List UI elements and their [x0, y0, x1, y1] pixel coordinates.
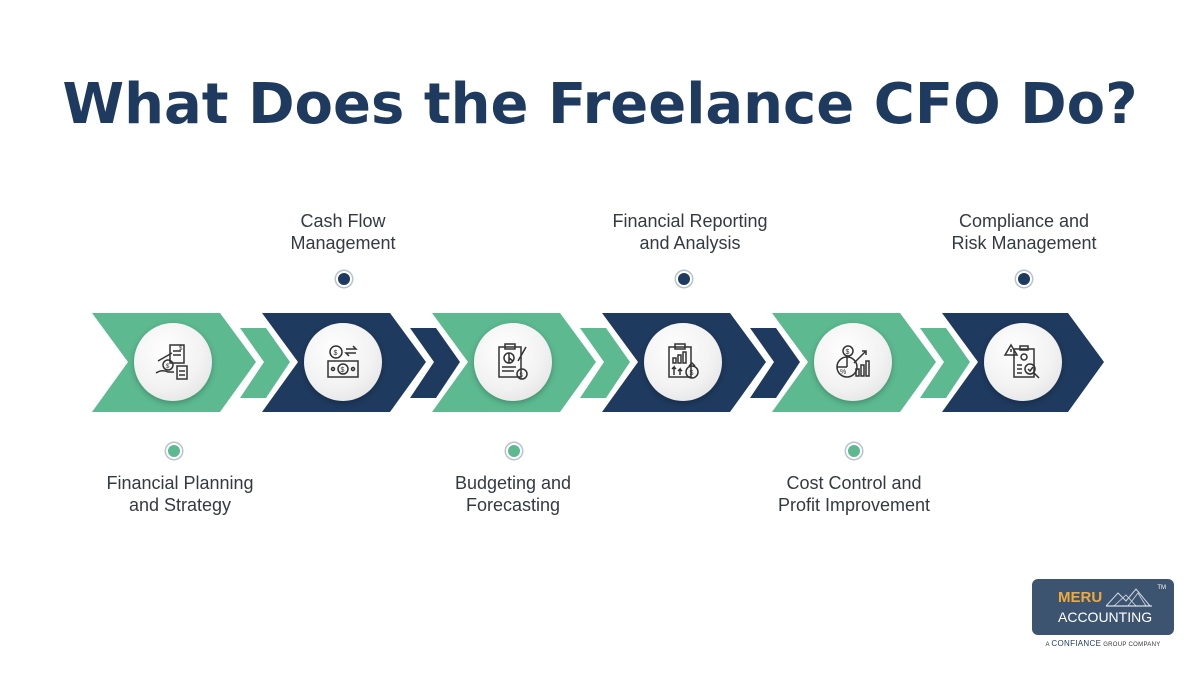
step-3-label-line2: Forecasting — [465, 495, 561, 515]
step-3-marker — [506, 443, 522, 459]
financial-report-icon: $ — [644, 323, 722, 401]
page-title: What Does the Freelance CFO Do? — [62, 72, 1138, 137]
step-2-label-line1: Cash Flow — [300, 211, 386, 231]
logo-trademark: TM — [1157, 585, 1166, 591]
small-chevron-4 — [750, 328, 800, 398]
step-4-label-line2: and Analysis — [639, 233, 741, 253]
svg-text:$: $ — [341, 367, 345, 374]
compliance-risk-icon — [984, 323, 1062, 401]
step-6-label-line1: Compliance and — [958, 211, 1090, 231]
tagline-company: CONFIANCE — [1051, 639, 1102, 648]
cash-flow-icon: $ $ — [304, 323, 382, 401]
step-1-label: Financial Planning and Strategy — [70, 472, 290, 516]
step-2-label-line2: Management — [290, 233, 396, 253]
step-2-marker — [336, 271, 352, 287]
small-chevron-1 — [240, 328, 290, 398]
step-5-label-line1: Cost Control and — [786, 473, 922, 493]
step-4-marker — [676, 271, 692, 287]
financial-planning-icon: $ $ — [134, 323, 212, 401]
svg-text:$: $ — [179, 346, 183, 352]
step-3-label: Budgeting and Forecasting — [403, 472, 623, 516]
step-2-label: Cash Flow Management — [233, 210, 453, 254]
tagline-suffix: GROUP COMPANY — [1103, 642, 1161, 648]
step-5-marker — [846, 443, 862, 459]
budget-forecast-icon: $ — [474, 323, 552, 401]
cost-control-icon: $ % — [814, 323, 892, 401]
step-5-label: Cost Control and Profit Improvement — [744, 472, 964, 516]
step-6-marker — [1016, 271, 1032, 287]
small-chevron-5 — [920, 328, 970, 398]
logo-tagline: A CONFIANCE GROUP COMPANY — [1032, 639, 1174, 648]
small-chevron-2 — [410, 328, 460, 398]
step-4-label-line1: Financial Reporting — [612, 211, 768, 231]
mountain-icon — [1106, 588, 1152, 607]
svg-text:$: $ — [334, 350, 338, 357]
tagline-prefix: A — [1045, 642, 1050, 648]
svg-text:$: $ — [846, 349, 850, 356]
company-logo: MERU TM ACCOUNTING — [1032, 579, 1174, 635]
svg-text:$: $ — [520, 373, 524, 379]
svg-text:$: $ — [166, 364, 170, 370]
small-chevron-3 — [580, 328, 630, 398]
svg-text:%: % — [840, 369, 846, 376]
step-6-label-line2: Risk Management — [951, 233, 1097, 253]
step-1-label-line2: and Strategy — [128, 495, 232, 515]
step-4-label: Financial Reporting and Analysis — [580, 210, 800, 254]
step-1-label-line1: Financial Planning — [106, 473, 254, 493]
logo-brand: MERU — [1058, 589, 1103, 606]
svg-text:$: $ — [690, 370, 694, 377]
step-5-label-line2: Profit Improvement — [777, 495, 931, 515]
logo-name: ACCOUNTING — [1058, 609, 1153, 625]
step-6-label: Compliance and Risk Management — [914, 210, 1134, 254]
step-1-marker — [166, 443, 182, 459]
step-3-label-line1: Budgeting and — [454, 473, 572, 493]
